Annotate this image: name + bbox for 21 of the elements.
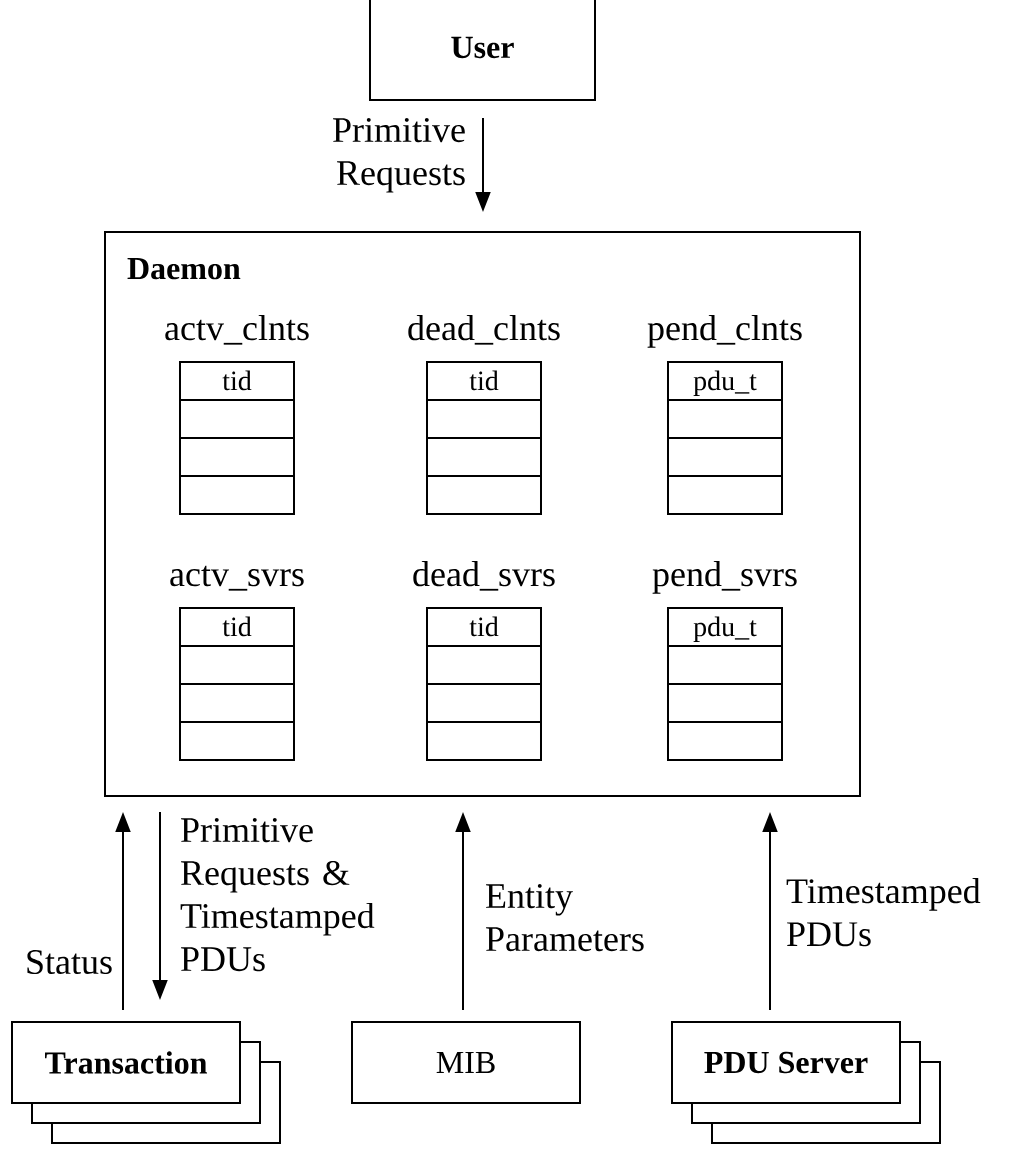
edge-label: Entity Parameters: [486, 884, 644, 952]
edge-label: Timestamped PDUs: [786, 878, 981, 947]
stacked-boxes: Transaction: [11, 1021, 281, 1144]
table: actv_clnts tid: [165, 315, 309, 515]
node-label: actv_svrs: [170, 565, 304, 591]
table: actv_svrs tid: [170, 565, 304, 761]
edge-label: Primitive Requests: [333, 118, 465, 193]
table: pend_svrs pdu_t: [652, 561, 797, 761]
edge-label: Status: [27, 949, 112, 975]
table: dead_svrs tid: [413, 561, 555, 761]
node-label: dead_clnts: [408, 315, 560, 345]
node-label: pend_svrs: [652, 561, 797, 594]
stacked-boxes: PDU Server: [671, 1021, 941, 1144]
node-label: dead_svrs: [413, 561, 555, 591]
table: dead_clnts tid: [408, 315, 560, 515]
table: pend_clnts pdu_t: [647, 315, 802, 515]
node-label: pend_clnts: [647, 315, 802, 348]
node-label: actv_clnts: [165, 315, 309, 345]
process-box: MIB: [351, 1021, 581, 1104]
edge-label: Primitive Requests & Timestamped PDUs: [180, 818, 375, 972]
user-box: User: [369, 0, 596, 101]
